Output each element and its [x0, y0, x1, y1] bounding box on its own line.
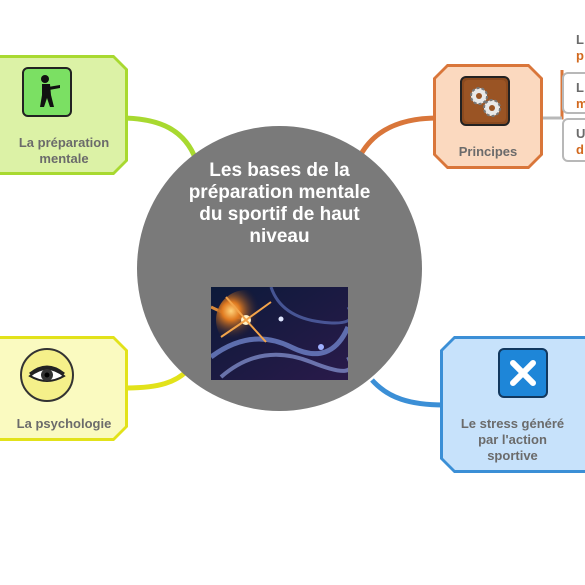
- eye-icon: [20, 348, 74, 402]
- node-label-stress: Le stress généré par l'action sportive: [460, 416, 565, 463]
- connector-bottom-left: [124, 368, 190, 391]
- node-stress[interactable]: Le stress généré par l'action sportive: [440, 336, 585, 473]
- node-label-preparation-mentale: La préparation mentale: [18, 135, 110, 166]
- gears-icon: [460, 76, 510, 126]
- sub-node-3[interactable]: U d: [562, 118, 585, 162]
- node-preparation-mentale[interactable]: La préparation mentale: [0, 55, 128, 175]
- connector-principes-sub: [542, 70, 564, 120]
- sub-node-2-line2: m: [576, 96, 585, 111]
- sub-node-3-line2: d: [576, 142, 584, 157]
- node-label-psychologie: La psychologie: [16, 416, 112, 431]
- neurons-image: [211, 287, 348, 380]
- close-x-icon: [498, 348, 548, 398]
- central-topic-title: Les bases de la préparation mentale du s…: [188, 160, 371, 247]
- sub-node-1-line1: L: [576, 32, 584, 47]
- connector-top-right: [355, 115, 439, 162]
- connector-bottom-right: [370, 378, 445, 408]
- soldier-icon: [22, 67, 72, 117]
- sub-node-3-line1: U: [576, 126, 585, 141]
- sub-node-1-line2: p: [576, 48, 584, 63]
- sub-node-2[interactable]: L m: [562, 72, 585, 114]
- node-psychologie[interactable]: La psychologie: [0, 336, 128, 441]
- sub-node-2-line1: L: [576, 80, 584, 95]
- sub-node-1[interactable]: L p: [565, 28, 585, 68]
- connector-top-left: [119, 115, 199, 161]
- node-label-principes: Principes: [458, 144, 518, 159]
- central-topic[interactable]: Les bases de la préparation mentale du s…: [137, 126, 422, 411]
- node-principes[interactable]: Principes: [433, 64, 543, 169]
